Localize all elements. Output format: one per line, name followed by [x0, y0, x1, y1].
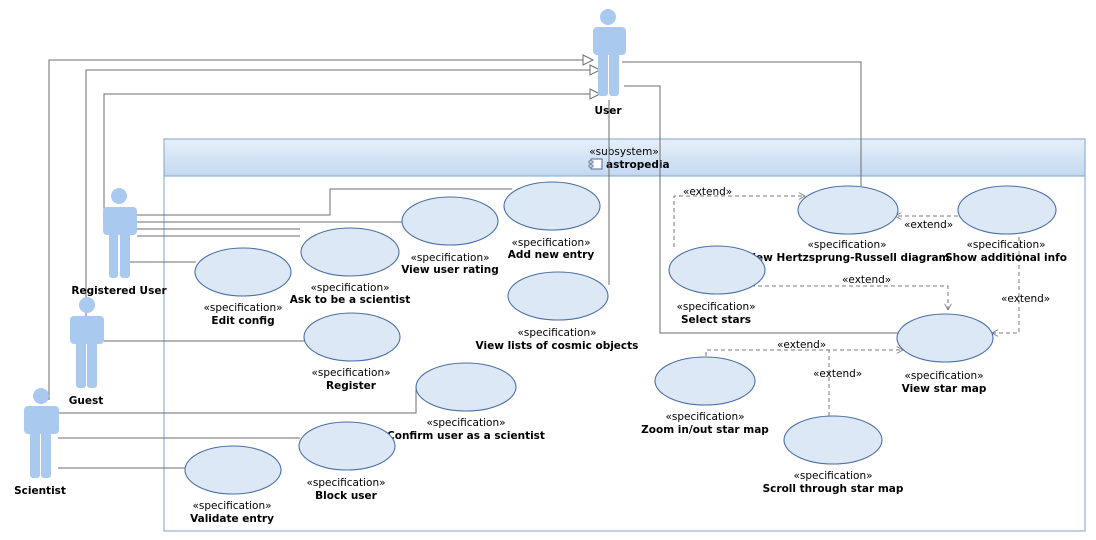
use-case-register[interactable]: «specification» Register	[303, 312, 401, 392]
use-case-label: Confirm user as a scientist	[387, 430, 545, 442]
stereotype-label: «specification»	[676, 301, 755, 313]
use-case-scroll-star-map[interactable]: «specification» Scroll through star map	[763, 415, 904, 495]
use-case-view-user-rating[interactable]: «specification» View user rating	[401, 196, 499, 276]
stereotype-label: «specification»	[517, 327, 596, 339]
use-case-zoom-star-map[interactable]: «specification» Zoom in/out star map	[641, 356, 769, 436]
use-case-ask-to-be-a-scientist[interactable]: «specification» Ask to be a scientist	[290, 227, 411, 306]
generalization-lines	[48, 54, 602, 400]
use-case-view-lists-of-cosmic-objects[interactable]: «specification» View lists of cosmic obj…	[476, 271, 639, 352]
use-case-view-hr-diagram[interactable]: «specification» View Hertzsprung-Russell…	[745, 185, 950, 264]
use-case-validate-entry[interactable]: «specification» Validate entry	[184, 445, 282, 525]
use-case-label: View user rating	[401, 264, 499, 276]
extend-label: «extend»	[1001, 293, 1050, 305]
stereotype-label: «specification»	[311, 367, 390, 379]
use-case-view-star-map[interactable]: «specification» View star map	[896, 313, 994, 395]
use-case-label: Select stars	[681, 314, 751, 326]
use-case-confirm-user-as-a-scientist[interactable]: «specification» Confirm user as a scient…	[387, 362, 545, 442]
stereotype-label: «specification»	[192, 500, 271, 512]
use-case-add-new-entry[interactable]: «specification» Add new entry	[503, 181, 601, 261]
actor-scientist[interactable]: Scientist	[14, 388, 66, 497]
use-case-label: Register	[326, 380, 377, 392]
stereotype-label: «specification»	[306, 477, 385, 489]
actor-figure-icon	[593, 9, 626, 96]
stereotype-label: «specification»	[310, 282, 389, 294]
actor-figure-icon	[103, 188, 137, 278]
use-case-label: Block user	[315, 490, 378, 502]
use-case-label: View lists of cosmic objects	[476, 340, 639, 352]
stereotype-label: «specification»	[511, 237, 590, 249]
use-case-select-stars[interactable]: «specification» Select stars	[668, 245, 766, 326]
actor-registered-user[interactable]: Registered User	[71, 188, 167, 297]
use-case-label: View Hertzsprung-Russell diagram	[745, 252, 950, 264]
use-case-edit-config[interactable]: «specification» Edit config	[194, 247, 292, 327]
subsystem-stereotype: «subsystem»	[589, 146, 659, 158]
stereotype-label: «specification»	[410, 252, 489, 264]
stereotype-label: «specification»	[793, 470, 872, 482]
use-case-block-user[interactable]: «specification» Block user	[298, 421, 396, 502]
use-case-label: Edit config	[211, 315, 274, 327]
use-case-label: Validate entry	[190, 513, 274, 525]
subsystem-name: astropedia	[606, 159, 670, 171]
actor-label: Scientist	[14, 485, 66, 497]
extend-label: «extend»	[683, 186, 732, 198]
stereotype-label: «specification»	[966, 239, 1045, 251]
extend-label: «extend»	[777, 339, 826, 351]
use-case-label: Ask to be a scientist	[290, 294, 411, 306]
stereotype-label: «specification»	[807, 239, 886, 251]
actor-label: User	[594, 105, 622, 117]
actor-label: Registered User	[71, 285, 167, 297]
stereotype-label: «specification»	[904, 370, 983, 382]
extend-label: «extend»	[904, 219, 953, 231]
use-case-label: Scroll through star map	[763, 483, 904, 495]
extend-relations	[673, 196, 1020, 416]
association-lines	[58, 61, 898, 469]
use-case-show-additional-info[interactable]: «specification» Show additional info	[945, 185, 1067, 264]
use-case-label: View star map	[902, 383, 987, 395]
stereotype-label: «specification»	[665, 411, 744, 423]
actor-guest[interactable]: Guest	[69, 297, 104, 407]
actor-figure-icon	[70, 297, 104, 388]
component-icon	[588, 158, 603, 170]
actor-figure-icon	[24, 388, 59, 478]
use-case-label: Add new entry	[508, 249, 595, 261]
use-case-label: Show additional info	[945, 252, 1067, 264]
use-case-label: Zoom in/out star map	[641, 424, 769, 436]
actor-user[interactable]: User	[593, 9, 626, 117]
extend-label: «extend»	[842, 274, 891, 286]
stereotype-label: «specification»	[426, 417, 505, 429]
stereotype-label: «specification»	[203, 302, 282, 314]
actor-label: Guest	[69, 395, 103, 407]
extend-label: «extend»	[813, 368, 862, 380]
